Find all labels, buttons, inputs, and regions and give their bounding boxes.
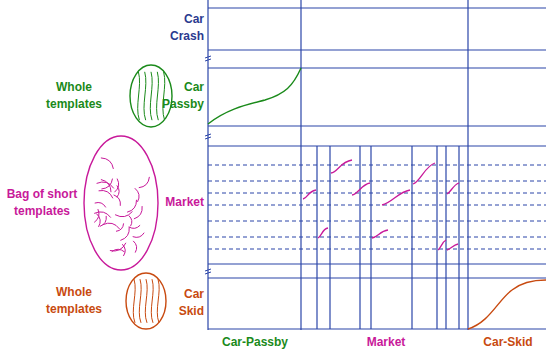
- ellipse-label: Whole templates: [40, 79, 108, 113]
- ellipse-label: Whole templates: [40, 284, 108, 318]
- row-label: Car Crash: [158, 11, 204, 45]
- column-label: Car-Passby: [215, 334, 295, 351]
- template-ellipse: Bag of short templates: [0, 134, 160, 274]
- ellipse-label: Bag of short templates: [2, 186, 82, 220]
- column-label: Market: [346, 334, 426, 351]
- template-ellipse: Whole templates: [40, 270, 174, 332]
- ellipse-outline: [40, 270, 174, 332]
- template-ellipse: Whole templates: [40, 60, 174, 132]
- row-label: Market: [158, 194, 204, 211]
- column-label: Car-Skid: [470, 334, 546, 351]
- ellipse-outline: [40, 60, 174, 132]
